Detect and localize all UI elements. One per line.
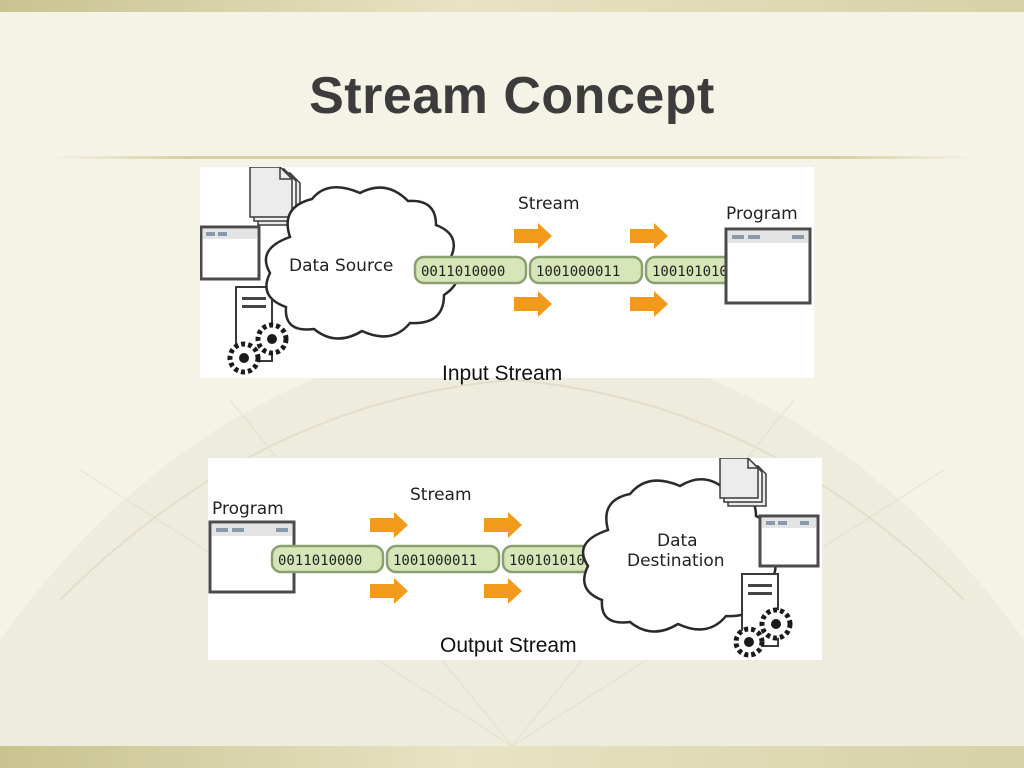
segment-1: 0011010000 [278,553,362,569]
segment-2: 1001000011 [393,553,477,569]
document-stack-icon [719,458,767,507]
arrow-right-icon [370,512,522,604]
arrow-right-icon [514,223,668,317]
window-icon [758,514,820,568]
segment-3: 1001010101 [652,264,736,280]
program-label: Program [212,499,284,519]
stream-label: Stream [518,194,580,214]
program-window-icon [724,227,812,305]
input-stream-caption: Input Stream [442,362,563,385]
bottom-decor-bar [0,746,1024,768]
program-label: Program [726,204,798,224]
top-decor-bar [0,0,1024,12]
output-stream-caption: Output Stream [440,634,577,657]
window-icon [200,225,261,281]
title-divider [50,156,974,159]
stream-label: Stream [410,485,472,505]
segment-2: 1001000011 [536,264,620,280]
input-stream-diagram: Data Source Stream 0011010000 1001000011… [200,167,814,378]
slide-title: Stream Concept [309,67,715,125]
destination-label-line1: Data [657,531,698,551]
cloud-icon [264,186,459,340]
output-stream-diagram: Program Stream 0011010000 1001000011 100… [208,458,822,660]
gear-icon [227,322,289,375]
stream-segments: 0011010000 1001000011 1001010101 [413,255,760,285]
segment-3: 1001010101 [509,553,593,569]
stream-segments: 0011010000 1001000011 1001010101 [270,544,617,574]
destination-label-line2: Destination [627,551,725,571]
gear-icon [733,607,793,658]
segment-1: 0011010000 [421,264,505,280]
data-source-label: Data Source [289,256,393,276]
